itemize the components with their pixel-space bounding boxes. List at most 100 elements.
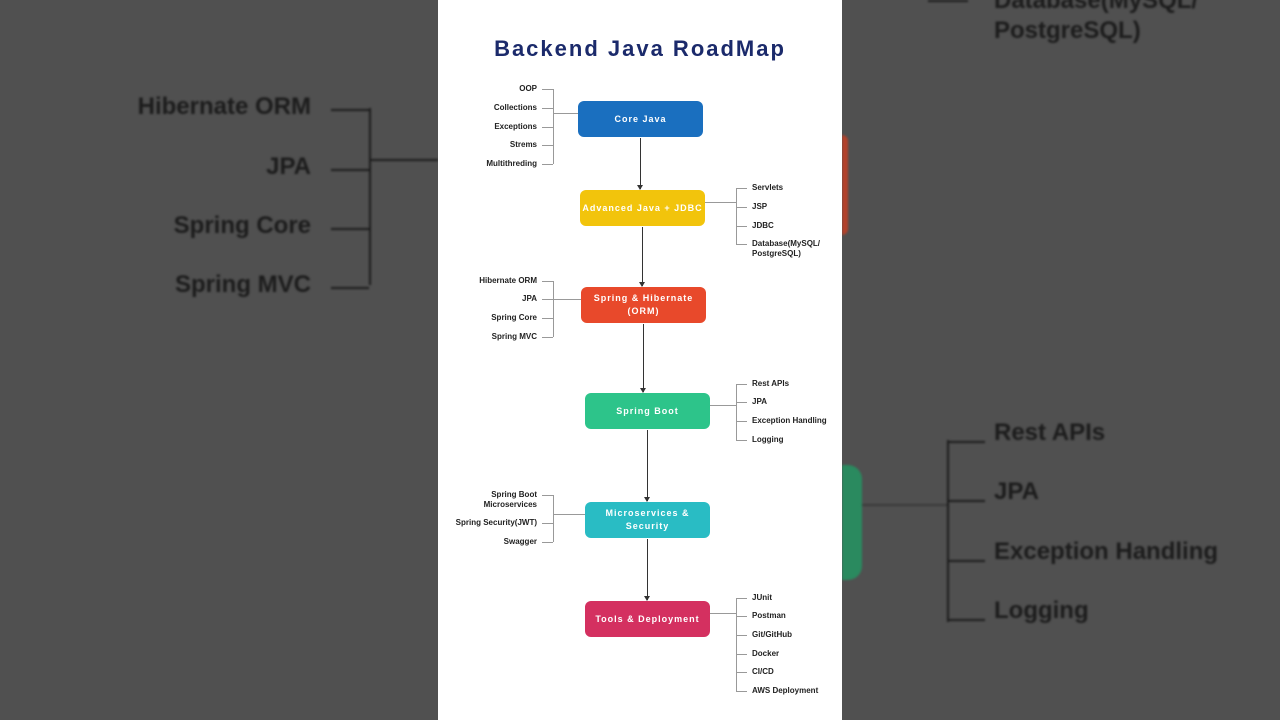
tick-line: [542, 299, 553, 300]
list-item: Logging: [752, 435, 784, 444]
tick-line: [542, 164, 553, 165]
connector-line: [553, 514, 585, 515]
tick-line: [736, 207, 747, 208]
bg-tick: [947, 441, 985, 443]
list-item: Multithreding: [486, 159, 537, 168]
roadmap-node: Microservices & Security: [585, 502, 710, 538]
bg-box-edge: [842, 135, 848, 235]
arrow-connector: [639, 227, 645, 287]
list-item: Git/GitHub: [752, 630, 792, 639]
tick-line: [736, 226, 747, 227]
list-item: Postman: [752, 611, 786, 620]
bg-tick: [331, 228, 369, 230]
tick-line: [736, 188, 747, 189]
list-item: Docker: [752, 649, 780, 658]
bracket-line: [736, 598, 737, 691]
bracket-line: [553, 495, 554, 542]
bg-box-edge: [842, 465, 862, 580]
list-item: Servlets: [752, 183, 784, 192]
roadmap-node: Advanced Java + JDBC: [580, 190, 705, 226]
tick-line: [736, 421, 747, 422]
bg-label: JPA: [994, 478, 1039, 505]
list-item: Hibernate ORM: [479, 276, 537, 285]
list-item: JSP: [752, 202, 768, 211]
roadmap-node: Core Java: [578, 101, 703, 137]
connector-line: [705, 202, 736, 203]
list-item: Exception Handling: [752, 416, 827, 425]
bg-label: Logging: [994, 597, 1089, 624]
tick-line: [736, 402, 747, 403]
page-title: Backend Java RoadMap: [494, 36, 786, 61]
tick-line: [542, 89, 553, 90]
bg-connector: [369, 159, 438, 161]
list-item: Spring Security(JWT): [455, 518, 537, 527]
tick-line: [736, 244, 747, 245]
tick-line: [736, 635, 747, 636]
tick-line: [542, 337, 553, 338]
tick-line: [542, 318, 553, 319]
bg-bracket: [369, 108, 371, 285]
list-item: JPA: [522, 294, 537, 303]
bg-label: Rest APIs: [994, 419, 1106, 446]
arrow-connector: [644, 430, 650, 502]
list-item: Collections: [493, 103, 537, 112]
list-item: Database(MySQL/ PostgreSQL): [752, 239, 821, 258]
roadmap-panel: Backend Java RoadMap Core Java OOP Collect…: [438, 0, 842, 720]
bracket-line: [736, 384, 737, 440]
roadmap-node: Spring & Hibernate (ORM): [581, 287, 706, 323]
list-item: Spring MVC: [491, 332, 537, 341]
list-item: Spring Core: [491, 313, 537, 322]
list-item: Exceptions: [494, 122, 537, 131]
bracket-line: [736, 188, 737, 244]
bg-label: Database(MySQL/ PostgreSQL): [994, 0, 1199, 44]
list-item: CI/CD: [752, 667, 774, 676]
bg-connector: [862, 504, 947, 506]
arrow-connector: [640, 324, 646, 393]
tick-line: [736, 440, 747, 441]
tick-line: [736, 384, 747, 385]
tick-line: [542, 127, 553, 128]
arrow-connector: [637, 138, 643, 190]
connector-line: [710, 405, 736, 406]
list-item: Rest APIs: [752, 379, 790, 388]
connector-line: [710, 613, 736, 614]
roadmap-node: Tools & Deployment: [585, 601, 710, 637]
bg-tick: [947, 619, 985, 621]
bracket-line: [553, 281, 554, 337]
bg-tick: [331, 287, 369, 289]
list-item: OOP: [519, 84, 537, 93]
bg-bracket: [947, 440, 949, 622]
tick-line: [736, 616, 747, 617]
roadmap-node: Spring Boot: [585, 393, 710, 429]
tick-line: [542, 542, 553, 543]
list-item: AWS Deployment: [752, 686, 819, 695]
arrow-connector: [644, 539, 650, 601]
tick-line: [542, 281, 553, 282]
list-item: Swagger: [503, 537, 537, 546]
list-item: JDBC: [752, 221, 774, 230]
list-item: Strems: [509, 140, 537, 149]
bg-tick: [331, 109, 369, 111]
tick-line: [542, 145, 553, 146]
bg-label: Hibernate ORM: [137, 93, 311, 120]
bg-label: Spring Core: [173, 212, 311, 239]
tick-line: [736, 598, 747, 599]
connector-line: [553, 299, 581, 300]
tick-line: [542, 108, 553, 109]
bg-label: Exception Handling: [994, 538, 1219, 565]
list-item: JUnit: [752, 593, 772, 602]
bracket-line: [553, 89, 554, 164]
tick-line: [736, 672, 747, 673]
bg-label: Spring MVC: [175, 271, 311, 298]
list-item: JPA: [752, 397, 767, 406]
tick-line: [736, 691, 747, 692]
bg-tick: [947, 500, 985, 502]
tick-line: [542, 495, 553, 496]
connector-line: [553, 113, 578, 114]
bg-tick: [928, 0, 968, 2]
tick-line: [736, 654, 747, 655]
list-item: Spring Boot Microservices: [483, 490, 537, 509]
bg-label: JPA: [266, 153, 311, 180]
bg-tick: [947, 560, 985, 562]
